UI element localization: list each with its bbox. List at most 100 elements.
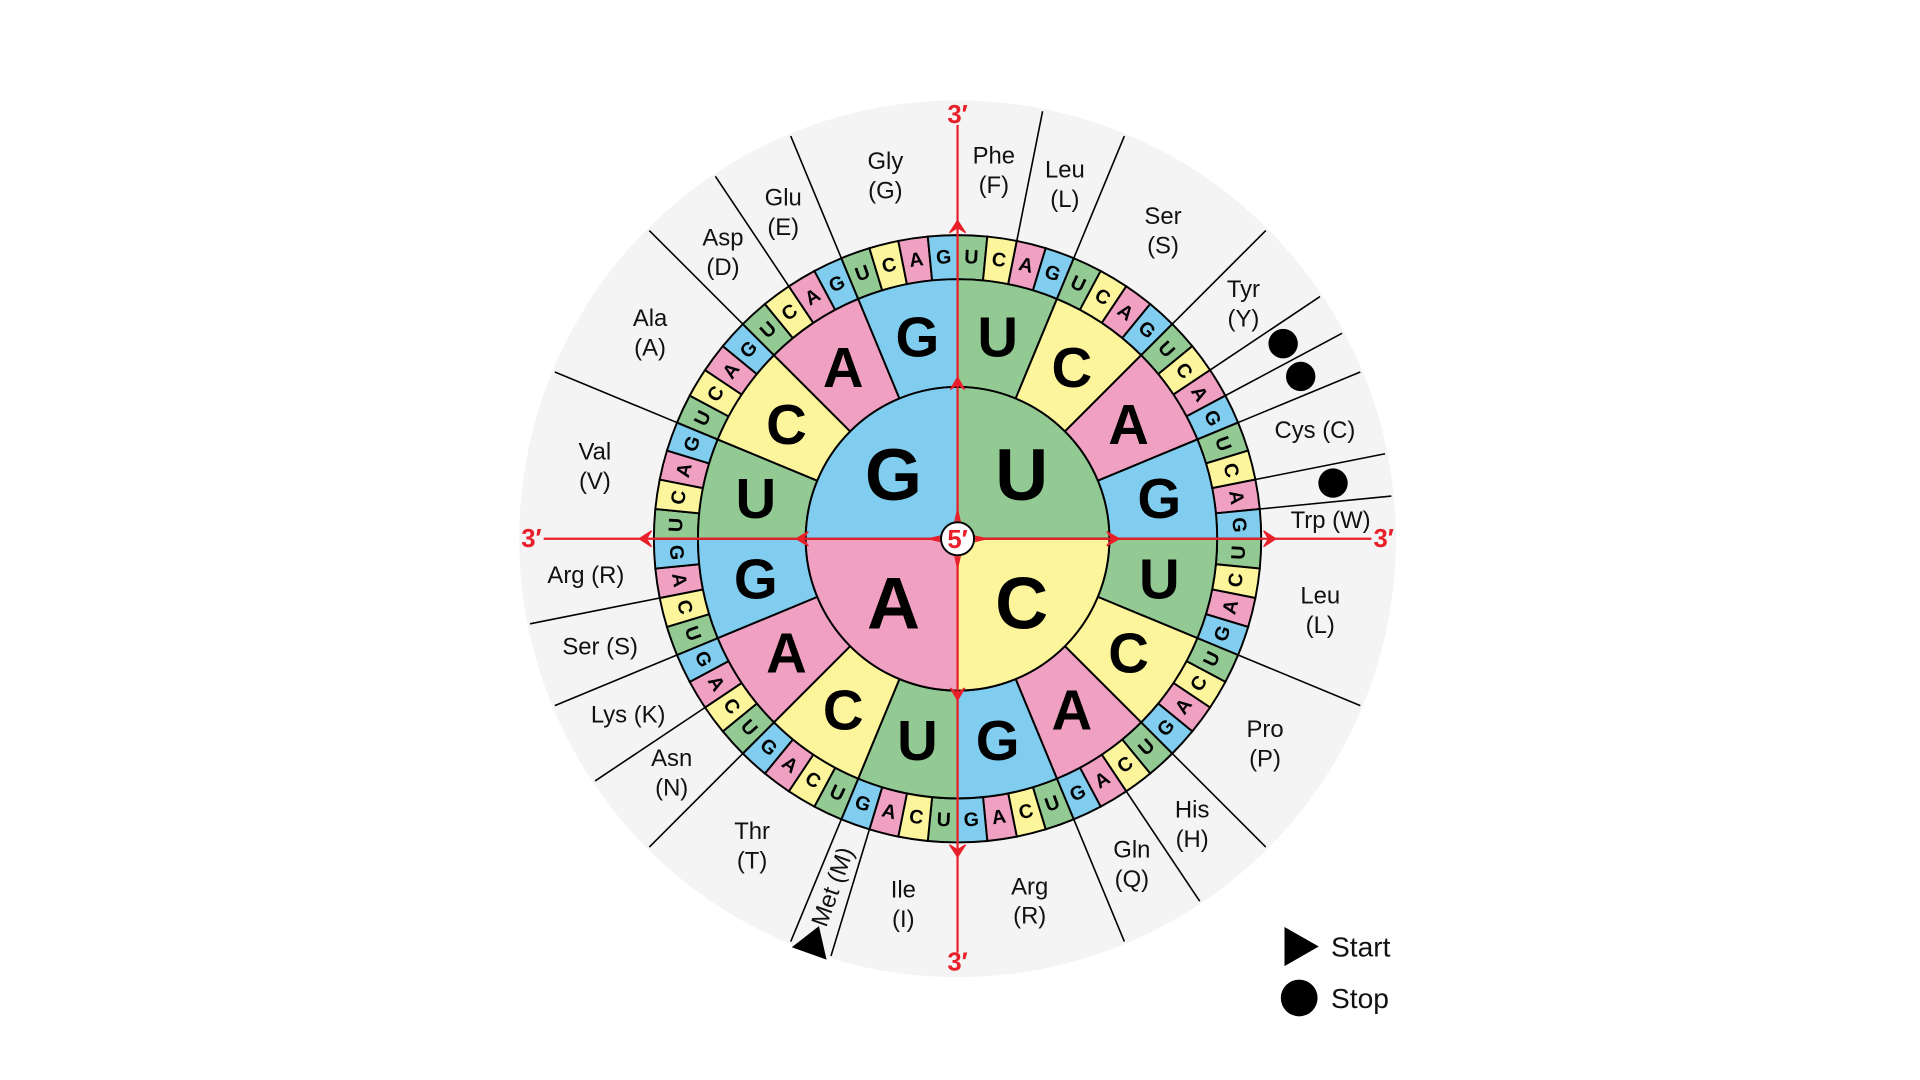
third-base-letter: A: [672, 461, 697, 480]
amino-acid-name: Phe: [973, 143, 1015, 170]
second-base-letter: A: [766, 622, 807, 685]
separator-line: [830, 829, 871, 957]
third-base-letter: G: [852, 791, 874, 817]
first-base-letter: A: [867, 561, 920, 644]
amino-acid-abbr: (A): [634, 335, 666, 362]
amino-acid-name: Gly: [868, 148, 904, 175]
third-base-letter: A: [1218, 598, 1243, 617]
amino-acid-label: Lys (K): [591, 701, 666, 728]
axis-arrowhead-icon: [949, 687, 966, 702]
separator-line: [594, 706, 706, 782]
axis-arrowhead-icon: [949, 375, 966, 391]
amino-acid-name: Asp: [702, 225, 743, 252]
legend-stop-label: Stop: [1331, 983, 1389, 1014]
amino-acid-name: His: [1175, 796, 1210, 823]
second-base-letter: C: [766, 393, 807, 456]
third-base-letter: U: [680, 623, 705, 644]
separator-line: [1171, 229, 1267, 325]
second-base-letter: A: [823, 336, 864, 399]
third-base-letter: A: [667, 571, 691, 588]
amino-acid-name: Leu: [1300, 583, 1340, 610]
separator-line: [789, 819, 843, 942]
third-base-letter: A: [1224, 489, 1248, 506]
separator-line: [1237, 371, 1361, 424]
stop-dot-icon: [1280, 979, 1318, 1017]
start-triangle-icon: [1284, 926, 1319, 967]
amino-acid-name: Asn: [651, 745, 692, 772]
amino-acid-name: Ala: [633, 305, 668, 332]
first-base-letter: U: [995, 433, 1048, 516]
amino-acid-abbr: (D): [706, 254, 739, 281]
third-base-letter: A: [880, 800, 899, 825]
second-base-letter: G: [734, 547, 778, 610]
third-base-letter: U: [936, 809, 951, 832]
third-base-letter: C: [880, 253, 899, 278]
amino-acid-abbr: (G): [868, 177, 902, 204]
amino-acid-name: Tyr: [1227, 276, 1260, 303]
second-base-letter: C: [823, 678, 864, 741]
start-triangle-icon: [791, 926, 827, 960]
separator-line: [1209, 295, 1321, 371]
separator-line: [529, 597, 660, 625]
first-base-cell-A: [804, 537, 959, 692]
separator-line: [1171, 752, 1267, 848]
five-prime-circle: [940, 521, 976, 557]
amino-acid-name: Thr: [734, 818, 770, 845]
stop-dot-icon: [1318, 468, 1348, 498]
separator-line: [789, 135, 843, 259]
amino-acid-abbr: (P): [1249, 745, 1281, 772]
third-base-letter: C: [1224, 571, 1248, 588]
amino-acid-abbr: (V): [579, 468, 611, 495]
amino-acid-name: Arg: [1011, 873, 1048, 900]
third-base-letter: C: [1218, 461, 1243, 480]
amino-acid-abbr: (E): [767, 214, 799, 241]
stop-dot-icon: [1268, 328, 1298, 359]
three-prime-label: 3′: [521, 525, 541, 553]
second-base-letter: U: [1139, 547, 1180, 610]
third-base-letter: C: [667, 489, 691, 506]
axis-arrowhead-icon: [794, 531, 809, 547]
third-base-letter: G: [1042, 261, 1064, 287]
amino-acid-abbr: (F): [979, 172, 1009, 199]
axis-arrowhead-icon: [638, 530, 653, 548]
three-prime-label: 3′: [1373, 525, 1393, 553]
second-base-letter: A: [1108, 393, 1149, 456]
stop-dot-icon: [1286, 361, 1316, 392]
first-base-cell-U: [956, 385, 1111, 540]
third-base-letter: U: [964, 246, 979, 269]
third-base-letter: G: [963, 809, 979, 832]
amino-acid-abbr: (Q): [1115, 866, 1149, 893]
third-base-letter: U: [665, 517, 688, 532]
axis-arrowhead-icon: [949, 844, 967, 859]
three-prime-label: 3′: [947, 948, 967, 976]
third-base-letter: G: [1210, 623, 1236, 645]
third-base-letter: C: [908, 805, 925, 829]
amino-acid-labels: Phe(F)Leu(L)Ser(S)Tyr(Y)Cys (C)Trp (W)Le…: [547, 143, 1371, 960]
third-base-letter: G: [936, 246, 952, 269]
amino-acid-abbr: (L): [1306, 612, 1335, 639]
separator-line: [1237, 654, 1361, 707]
second-base-letter: U: [735, 467, 776, 530]
third-base-letter: C: [672, 598, 697, 617]
separator-line: [1016, 111, 1044, 242]
amino-acid-abbr: (Y): [1228, 305, 1260, 332]
amino-acid-name: Glu: [765, 184, 802, 211]
separator-line: [1259, 495, 1392, 510]
first-base-letter: C: [995, 561, 1048, 644]
first-base-cell-G: [804, 385, 959, 540]
amino-acid-label: Arg (R): [547, 562, 624, 589]
separator-line: [1224, 332, 1343, 397]
axis-arrowhead-icon: [949, 219, 967, 234]
separator-line: [714, 175, 790, 287]
third-base-letter: U: [1228, 545, 1251, 560]
separator-line: [1125, 790, 1201, 902]
third-base-letter: G: [679, 433, 705, 455]
amino-acid-abbr: (N): [655, 775, 688, 802]
amino-acid-label: Cys (C): [1275, 417, 1356, 444]
amino-acid-separators: [529, 111, 1392, 957]
amino-acid-label: Ser (S): [562, 634, 638, 661]
amino-acid-name: Ser: [1144, 203, 1181, 230]
third-base-letter: A: [908, 248, 925, 272]
third-base-letter: C: [990, 248, 1007, 272]
